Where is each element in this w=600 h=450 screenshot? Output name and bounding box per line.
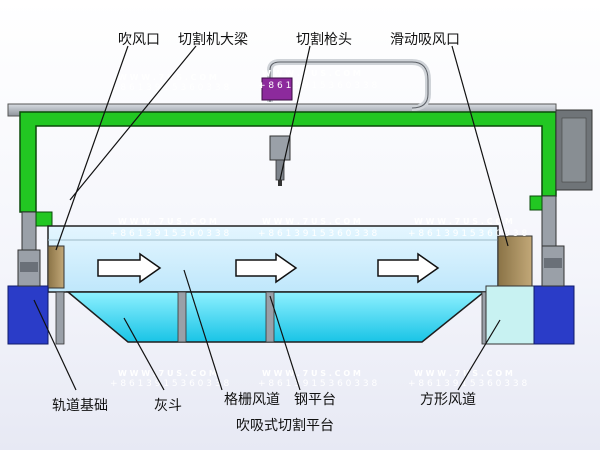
leader-square-duct	[457, 319, 501, 391]
watermark-site-4: W W W . 7 U S . C O M	[262, 217, 361, 226]
label-square-duct: 方形风道	[420, 392, 476, 408]
blow-port-box	[47, 245, 65, 289]
watermark-phone-6: + 8 6 1 3 9 1 5 3 6 0 3 3 8	[110, 379, 229, 389]
label-ash-hopper: 灰斗	[154, 398, 182, 414]
watermark-phone-7: + 8 6 1 3 9 1 5 3 6 0 3 3 8	[258, 379, 377, 389]
label-rail-foundation: 轨道基础	[52, 397, 108, 414]
label-sliding-suction-port: 滑动吸风口	[390, 31, 460, 48]
flow-arrow-2	[235, 252, 298, 284]
label-blow-port: 吹风口	[118, 32, 160, 48]
leader-cutting-torch	[279, 45, 311, 181]
label-steel-platform: 钢平台	[294, 392, 336, 408]
watermark-phone-4: + 8 6 1 3 9 1 5 3 6 0 3 3 8	[258, 229, 377, 239]
watermark-phone-3: + 8 6 1 3 9 1 5 3 6 0 3 3 8	[110, 229, 229, 239]
watermark-phone-2: + 8 6 1 3 9 1 5 3 6 0 3 3 8	[258, 81, 377, 91]
watermark-site-5: W W W . 7 U S . C O M	[414, 217, 513, 226]
watermark-site-8: W W W . 7 U S . C O M	[414, 369, 513, 378]
leader-blow-port	[55, 45, 129, 251]
leader-rail-foundation	[33, 299, 77, 391]
right-leg-upper	[541, 195, 557, 247]
rail-foundation-right	[533, 285, 575, 345]
square-duct	[485, 285, 537, 345]
leader-sliding-suction	[451, 45, 509, 247]
leader-ash-hopper	[123, 317, 165, 391]
label-grille-duct: 格栅风道	[224, 392, 280, 408]
watermark-phone-1: + 8 6 1 3 9 1 5 3 6 0 3 3 8	[110, 83, 229, 93]
watermark-phone-5: + 8 6 1 3 9 1 5 3 6 0 3 3 8	[408, 229, 527, 239]
leader-grille-duct	[183, 269, 223, 391]
sliding-suction-box	[497, 235, 533, 287]
diagram-title: 吹吸式切割平台	[236, 417, 334, 434]
watermark-site-1: W W W . 7 U S . C O M	[118, 73, 217, 82]
steel-platform-strut-left	[177, 291, 187, 343]
watermark-site-3: W W W . 7 U S . C O M	[118, 217, 217, 226]
flow-arrow-3	[377, 252, 440, 284]
leader-steel-platform	[269, 295, 301, 391]
steel-platform-strut-right	[265, 291, 275, 343]
watermark-site-6: W W W . 7 U S . C O M	[118, 369, 217, 378]
label-cutting-torch: 切割枪头	[296, 31, 352, 48]
leader-cutter-beam	[69, 45, 197, 201]
left-leg-upper	[21, 211, 37, 251]
torch-carriage	[261, 77, 293, 101]
watermark-site-7: W W W . 7 U S . C O M	[262, 369, 361, 378]
flow-arrow-1	[97, 252, 162, 284]
label-cutter-beam: 切割机大梁	[178, 31, 248, 48]
ash-hopper	[65, 291, 487, 343]
watermark-phone-8: + 8 6 1 3 9 1 5 3 6 0 3 3 8	[408, 379, 527, 389]
rail-foundation-left	[7, 285, 49, 345]
watermark-site-2: W W W . 7 U S . C O M	[262, 69, 361, 78]
